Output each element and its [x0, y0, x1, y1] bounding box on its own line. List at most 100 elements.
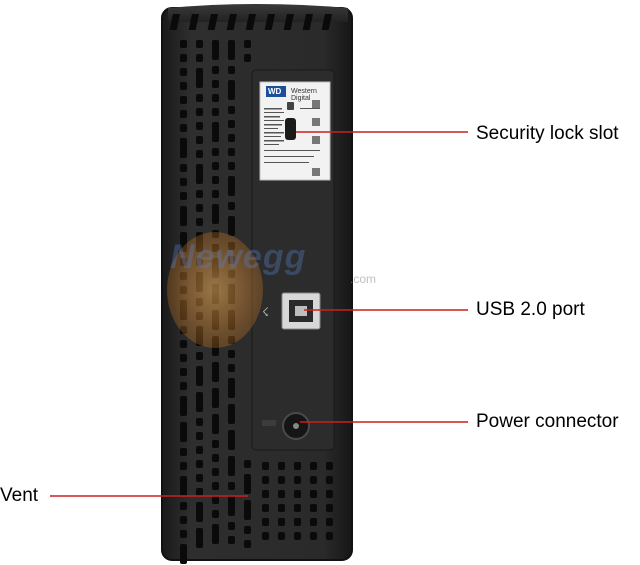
vent-hole [262, 476, 269, 484]
vent-hole [180, 354, 187, 362]
sticker-brand-line1: Western [291, 88, 317, 95]
sticker-brand: Western Digital [291, 88, 317, 102]
vent-hole [310, 518, 317, 526]
vent-hole [228, 482, 235, 490]
vent-hole [196, 218, 203, 226]
vent-hole [228, 496, 235, 516]
vent-hole [294, 462, 301, 470]
wd-logo-box [266, 86, 286, 97]
vent-hole [180, 422, 187, 442]
security-lock-slot [285, 118, 296, 140]
vent-hole [244, 40, 251, 48]
vent-slot [302, 14, 314, 30]
vent-hole [310, 504, 317, 512]
vent-hole [212, 454, 219, 462]
vent-hole [278, 504, 285, 512]
vent-hole [228, 66, 235, 74]
vent-hole [180, 544, 187, 564]
usb-icon: ☇ [262, 305, 269, 319]
vent-hole [294, 518, 301, 526]
vent-hole [212, 468, 219, 476]
vent-hole [228, 176, 235, 196]
vent-hole [262, 504, 269, 512]
vent-hole [326, 504, 333, 512]
vent-hole [228, 106, 235, 114]
power-label-mark [262, 420, 276, 426]
vent-hole [180, 502, 187, 510]
vent-hole [228, 216, 235, 236]
vent-hole [262, 462, 269, 470]
vent-hole [228, 120, 235, 128]
vent-hole [212, 40, 219, 60]
vent-hole [196, 446, 203, 454]
watermark-text: Newegg [170, 238, 307, 276]
vent-hole [212, 122, 219, 142]
vent-hole [310, 476, 317, 484]
vent-hole [180, 476, 187, 496]
vent-hole [228, 162, 235, 170]
vent-hole [196, 122, 203, 130]
vent-hole [294, 504, 301, 512]
sticker-brand-line2: Digital [291, 95, 311, 102]
vent-holes [169, 14, 333, 564]
vent-hole [228, 148, 235, 156]
vent-hole [196, 150, 203, 158]
vent-hole [326, 518, 333, 526]
vent-slot [188, 14, 200, 30]
vent-hole [212, 190, 219, 198]
vent-hole [180, 54, 187, 62]
vent-slot [245, 14, 257, 30]
vent-hole [228, 404, 235, 424]
vent-hole [212, 414, 219, 434]
vent-hole [196, 460, 203, 468]
vent-hole [228, 40, 235, 60]
watermark-suffix: .com [350, 272, 377, 286]
vent-hole [180, 206, 187, 226]
usb-port-tongue [295, 306, 307, 316]
vent-slot [264, 14, 276, 30]
vent-hole [196, 190, 203, 198]
vent-hole [196, 502, 203, 522]
vent-hole [228, 134, 235, 142]
vent-hole [180, 396, 187, 416]
vent-hole [326, 532, 333, 540]
vent-hole [244, 500, 251, 520]
vent-hole [180, 138, 187, 158]
vent-hole [180, 462, 187, 470]
vent-slot [207, 14, 219, 30]
vent-hole [212, 524, 219, 544]
wd-logo-text: WD [268, 87, 282, 96]
label-vent: Vent [0, 485, 39, 506]
sticker-barcode [264, 100, 320, 176]
vent-hole [212, 496, 219, 504]
vent-hole [196, 366, 203, 386]
vent-hole [228, 202, 235, 210]
vent-hole [212, 162, 219, 170]
vent-hole [228, 522, 235, 530]
vent-hole [212, 482, 219, 490]
vent-hole [196, 108, 203, 116]
vent-hole [294, 490, 301, 498]
vent-hole [310, 462, 317, 470]
vent-hole [180, 368, 187, 376]
vent-slot [226, 14, 238, 30]
vent-hole [244, 460, 251, 468]
vent-hole [180, 164, 187, 172]
vent-hole [310, 490, 317, 498]
vent-hole [228, 430, 235, 450]
watermark-swoosh [167, 232, 263, 348]
vent-hole [212, 108, 219, 116]
vent-hole [212, 94, 219, 102]
vent-hole [228, 350, 235, 358]
vent-hole [196, 94, 203, 102]
vent-hole [212, 440, 219, 448]
vent-hole [180, 178, 187, 186]
vent-hole [212, 388, 219, 408]
vent-hole [196, 54, 203, 62]
vent-hole [228, 364, 235, 372]
label-power-connector: Power connector [476, 411, 619, 432]
vent-slot [283, 14, 295, 30]
vent-hole [262, 518, 269, 526]
